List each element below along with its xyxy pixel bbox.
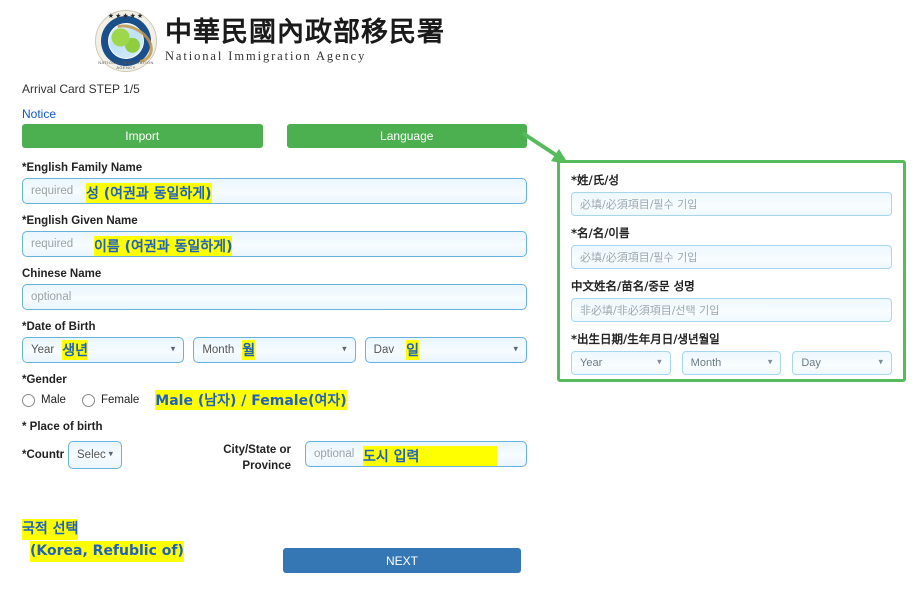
chevron-down-icon: ▾ [513,343,518,354]
english-family-name-field: *English Family Name 성 (여권과 동일하게) [22,162,527,204]
date-of-birth-row: Year 생년 ▾ Month 월 ▾ Dav 일 ▾ [22,337,527,363]
dob-year-annotation: 생년 [62,340,89,360]
step-indicator: Arrival Card STEP 1/5 [22,82,140,96]
top-button-row: Import Language [22,124,527,148]
country-label: *Countr [22,449,65,461]
gender-field: *Gender Male Female Male (남자) / Female(여… [22,374,527,410]
date-of-birth-label: *Date of Birth [22,321,96,333]
import-button[interactable]: Import [22,124,263,148]
country-annotation-line1: 국적 선택 [22,519,79,540]
panel-given-name-field: *名/名/이름 [571,225,892,269]
place-of-birth-label: * Place of birth [22,421,103,433]
english-family-name-label: *English Family Name [22,162,143,174]
arrival-card-form: Arrival Card STEP 1/5 Notice Import Lang… [22,82,527,483]
english-given-name-label: *English Given Name [22,215,138,227]
dob-month-annotation: 월 [242,340,256,360]
dob-day-annotation: 일 [406,340,419,360]
dob-day-value: Dav [373,344,395,356]
panel-given-name-label: *名/名/이름 [571,226,630,240]
panel-dob-month-value: Month [690,357,722,369]
notice-link[interactable]: Notice [22,107,57,121]
gender-options: Male Female Male (남자) / Female(여자) [22,390,527,410]
dob-year-select[interactable]: Year 생년 ▾ [22,337,185,363]
city-label-line2: Province [242,459,291,472]
place-of-birth-section: * Place of birth *Countr Selec ▾ City/St… [22,421,527,483]
panel-given-name-input[interactable] [571,245,892,269]
panel-chinese-name-input[interactable] [571,298,892,322]
panel-dob-year-value: Year [580,357,603,369]
panel-chinese-name-label: 中文姓名/苗名/중문 성명 [571,279,695,293]
panel-dob-month-select[interactable]: Month ▾ [681,351,782,375]
chevron-down-icon: ▾ [657,356,662,367]
chinese-name-label: Chinese Name [22,268,102,280]
agency-title-english: National Immigration Agency [165,49,367,64]
dob-month-value: Month [202,344,235,356]
chevron-down-icon: ▾ [878,356,884,367]
country-select[interactable]: Selec ▾ [68,441,122,469]
date-of-birth-field: *Date of Birth Year 생년 ▾ Month 월 ▾ Dav 일… [22,321,527,363]
dob-year-value: Year [31,344,55,356]
chevron-down-icon: ▾ [108,448,113,459]
chevron-down-icon: ▾ [170,343,176,354]
city-label-line1: City/State or [223,444,291,456]
city-state-province-input[interactable] [305,441,527,467]
chinese-name-input[interactable] [22,284,527,310]
panel-dob-day-value: Day [801,357,821,369]
panel-dob-day-select[interactable]: Day ▾ [792,351,893,375]
chinese-name-field: Chinese Name [22,268,527,310]
page-header: ★★★★★ NATIONAL IMMIGRATION AGENCY 中華民國內政… [0,10,540,72]
city-input-wrapper: 도시 입력 [305,441,527,467]
dob-month-select[interactable]: Month 월 ▾ [193,337,356,363]
panel-date-of-birth-row: Year ▾ Month ▾ Day ▾ [571,351,893,375]
panel-chinese-name-field: 中文姓名/苗名/중문 성명 [571,278,892,322]
gender-label: *Gender [22,374,67,386]
emblem-arc-text: NATIONAL IMMIGRATION AGENCY [98,60,154,70]
gender-female-radio[interactable] [81,393,95,407]
panel-date-of-birth-label: *出生日期/生年月日/생년월일 [571,332,720,346]
emblem-stars: ★★★★★ [107,13,145,20]
country-annotation-line2: (Korea, Refublic of) [30,541,184,562]
gender-male-label: Male [41,394,66,406]
panel-dob-year-select[interactable]: Year ▾ [571,351,671,375]
chevron-down-icon: ▾ [342,343,347,354]
gender-male-radio[interactable] [22,393,35,407]
gender-annotation: Male (남자) / Female(여자) [155,390,347,410]
next-button[interactable]: NEXT [283,548,521,573]
dob-day-select[interactable]: Dav 일 ▾ [364,337,527,363]
country-annotation: 국적 선택 (Korea, Refublic of) [22,518,184,562]
agency-title-chinese: 中華民國內政部移民署 [165,16,445,48]
panel-family-name-field: *姓/氏/성 [571,172,892,216]
panel-family-name-input[interactable] [571,192,892,216]
language-button[interactable]: Language [286,124,527,148]
panel-family-name-label: *姓/氏/성 [571,173,619,187]
gender-female-label: Female [100,394,140,406]
national-immigration-agency-emblem-icon: ★★★★★ NATIONAL IMMIGRATION AGENCY [95,10,160,72]
country-select-value: Selec [77,449,106,461]
english-given-name-input[interactable] [22,231,527,257]
english-family-name-input[interactable] [22,178,527,204]
english-given-name-field: *English Given Name 이름 (여권과 동일하게) [22,215,527,257]
place-of-birth-row: *Countr Selec ▾ City/State or Province 도… [22,439,527,483]
chevron-down-icon: ▾ [767,356,773,367]
localized-form-panel: *姓/氏/성 *名/名/이름 中文姓名/苗名/중문 성명 *出生日期/生年月日/… [557,160,906,382]
panel-date-of-birth-field: *出生日期/生年月日/생년월일 Year ▾ Month ▾ Day ▾ [571,331,893,375]
city-state-province-label: City/State or Province [181,443,291,474]
